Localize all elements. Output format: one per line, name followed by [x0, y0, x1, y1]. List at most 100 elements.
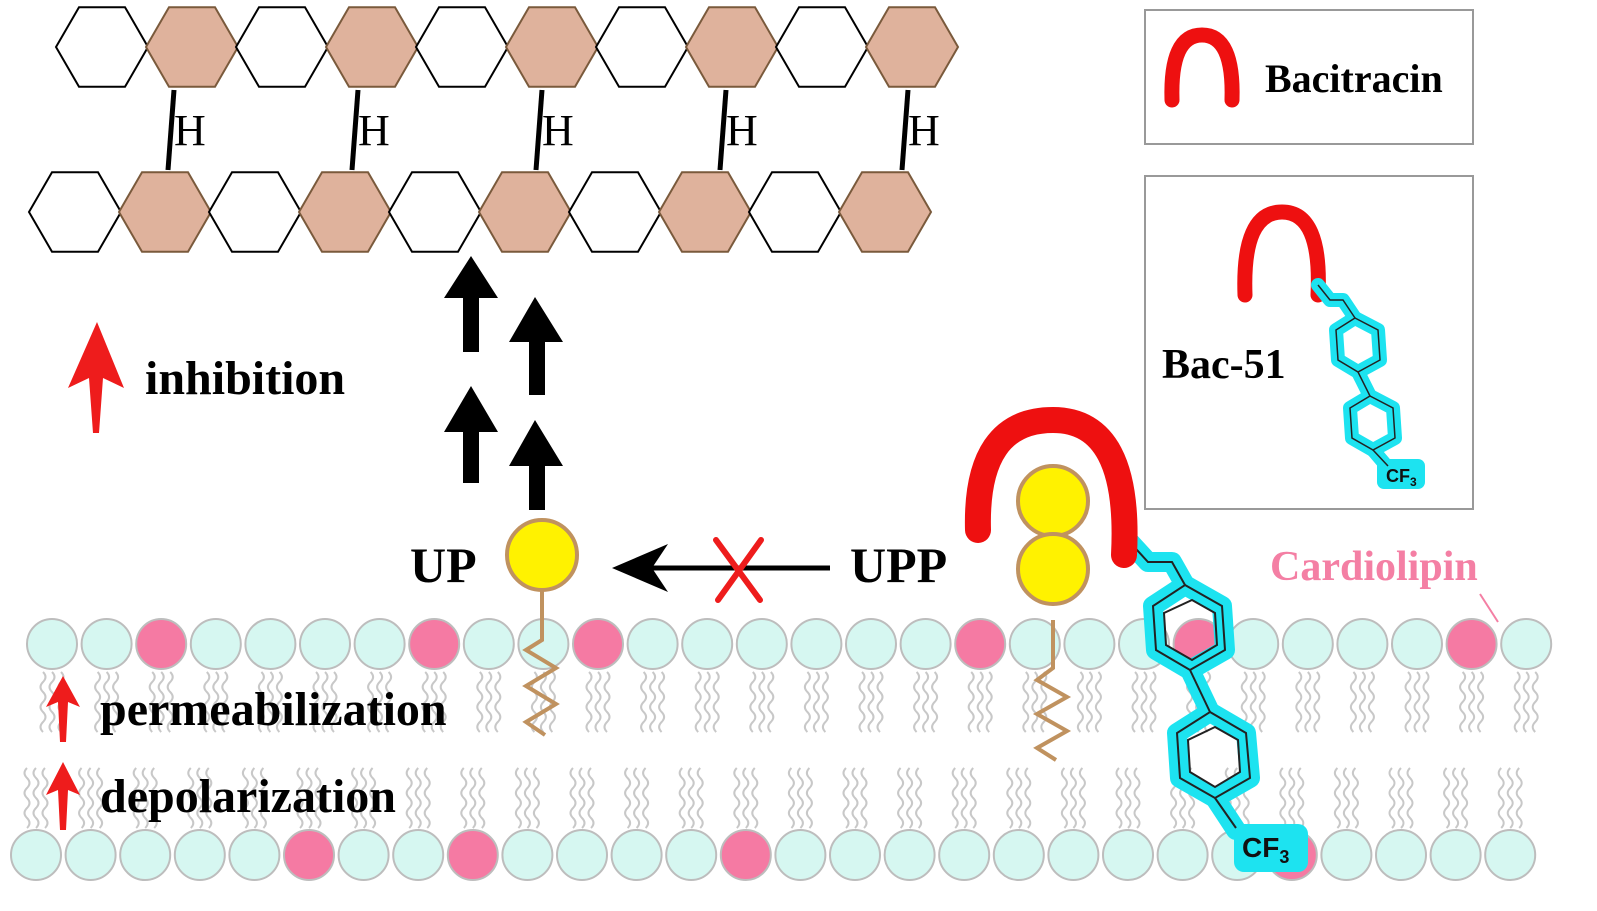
sugar-hexagon-empty — [207, 171, 303, 253]
black-up-arrow — [509, 297, 563, 395]
lipid-headgroup — [626, 618, 679, 670]
bacitracin-bound-icon — [964, 406, 1138, 568]
synthesis-arrows — [444, 256, 563, 510]
lipid-headgroup — [899, 618, 952, 670]
lipid-headgroup — [1281, 618, 1334, 670]
lipid-headgroup — [80, 618, 133, 670]
lipid-headgroup — [337, 829, 390, 881]
lipid-headgroup — [1500, 618, 1553, 670]
lipid-headgroup — [299, 618, 351, 670]
svg-text:H: H — [726, 106, 758, 155]
lipid-headgroup — [1156, 829, 1209, 881]
cardiolipin-headgroup — [283, 829, 335, 881]
cardiolipin-headgroup — [446, 829, 499, 881]
crosslink: H — [165, 89, 206, 171]
up-label: UP — [410, 537, 477, 593]
lipid-headgroup — [1063, 618, 1116, 670]
lipid-headgroup — [353, 618, 406, 670]
cardiolipin-headgroup — [719, 829, 772, 881]
crosslink: H — [717, 89, 758, 171]
upp-molecule — [1016, 464, 1090, 762]
svg-text:H: H — [908, 106, 940, 155]
lipid-headgroup — [681, 618, 734, 670]
bac51-legend-tail-icon: CF3 — [1311, 278, 1425, 489]
up-molecule: UP — [410, 518, 579, 737]
legend-cf3-label: CF3 — [1386, 466, 1417, 489]
sugar-hexagon-filled — [324, 6, 420, 88]
lipid-headgroup — [228, 829, 281, 881]
lipid-headgroup — [1102, 829, 1154, 881]
bac51-legend-bacitracin-icon — [1237, 204, 1326, 303]
inhibition-label: inhibition — [145, 352, 345, 405]
sugar-hexagon-empty — [27, 171, 123, 253]
lipid-headgroup — [883, 829, 936, 881]
glycan-strand-top — [54, 6, 960, 88]
lipid-headgroup — [938, 829, 991, 881]
sugar-hexagon-empty — [54, 6, 150, 88]
black-up-arrow — [444, 386, 498, 483]
sugar-hexagon-empty — [387, 171, 483, 253]
up-prenyl-chain — [522, 587, 560, 737]
lipid-headgroup — [1047, 829, 1100, 881]
upp-phosphate-sphere — [1016, 532, 1090, 606]
lipid-headgroup — [1008, 618, 1061, 670]
sugar-hexagon-filled — [684, 6, 780, 88]
lipid-headgroup — [244, 618, 297, 670]
cardiolipin-label: Cardiolipin — [1270, 544, 1478, 590]
glycan-strand-bottom — [27, 171, 933, 253]
lipid-headgroup — [829, 829, 881, 881]
lipid-headgroup — [992, 829, 1045, 881]
lipid-headgroup — [1320, 829, 1373, 881]
sugar-hexagon-empty — [747, 171, 843, 253]
lipid-headgroup — [1391, 618, 1443, 670]
depolarization-label: depolarization — [100, 770, 396, 823]
sugar-hexagon-filled — [504, 6, 600, 88]
blocked-dephosphorylation-arrow: UPP — [612, 537, 947, 603]
red-up-arrow — [46, 762, 80, 830]
sugar-hexagon-filled — [477, 171, 573, 253]
lipid-headgroup — [556, 829, 608, 881]
up-phosphate-sphere — [505, 518, 579, 592]
lipid-headgroup — [462, 618, 515, 670]
lipid-headgroup — [173, 829, 226, 881]
black-up-arrow — [444, 256, 498, 352]
lipid-headgroup — [189, 618, 242, 670]
upp-prenyl-chain — [1032, 620, 1072, 762]
crosslink: H — [533, 89, 574, 171]
legend: Bacitracin Bac-51 CF3 — [1144, 9, 1474, 510]
lipid-headgroup — [392, 829, 445, 881]
permeabilization-label: permeabilization — [100, 683, 447, 736]
lipid-headgroup — [501, 829, 554, 881]
lipid-headgroup — [64, 829, 117, 881]
lipid-headgroup — [10, 829, 62, 881]
crosslink: H — [899, 89, 940, 171]
lipid-headgroup — [790, 618, 843, 670]
cardiolipin-headgroup — [135, 618, 188, 670]
bacitracin-legend-icon — [1164, 27, 1240, 108]
cardiolipin-headgroup — [954, 618, 1007, 670]
svg-text:H: H — [358, 106, 390, 155]
crosslink: H — [349, 89, 390, 171]
sugar-hexagon-filled — [657, 171, 753, 253]
lipid-headgroup — [610, 829, 663, 881]
lipid-headgroup — [1429, 829, 1482, 881]
cardiolipin-headgroup — [1445, 618, 1498, 670]
black-up-arrow — [509, 420, 563, 510]
legend-bac51-label: Bac-51 — [1162, 342, 1286, 388]
upp-label: UPP — [850, 537, 947, 593]
cf3-label: CF3 — [1242, 832, 1289, 867]
block-x-icon — [713, 537, 764, 603]
sugar-hexagon-empty — [567, 171, 663, 253]
sugar-hexagon-filled — [144, 6, 240, 88]
bac51-tail-membrane: CF3 — [1116, 528, 1308, 872]
sugar-hexagon-empty — [414, 6, 510, 88]
sugar-hexagon-empty — [234, 6, 330, 88]
lipid-headgroup — [26, 618, 78, 670]
lipid-headgroup — [1227, 618, 1280, 670]
membrane-heads — [10, 618, 1553, 881]
cardiolipin-callout: Cardiolipin — [1270, 544, 1499, 623]
red-up-arrow — [46, 676, 80, 742]
sugar-hexagon-empty — [774, 6, 870, 88]
